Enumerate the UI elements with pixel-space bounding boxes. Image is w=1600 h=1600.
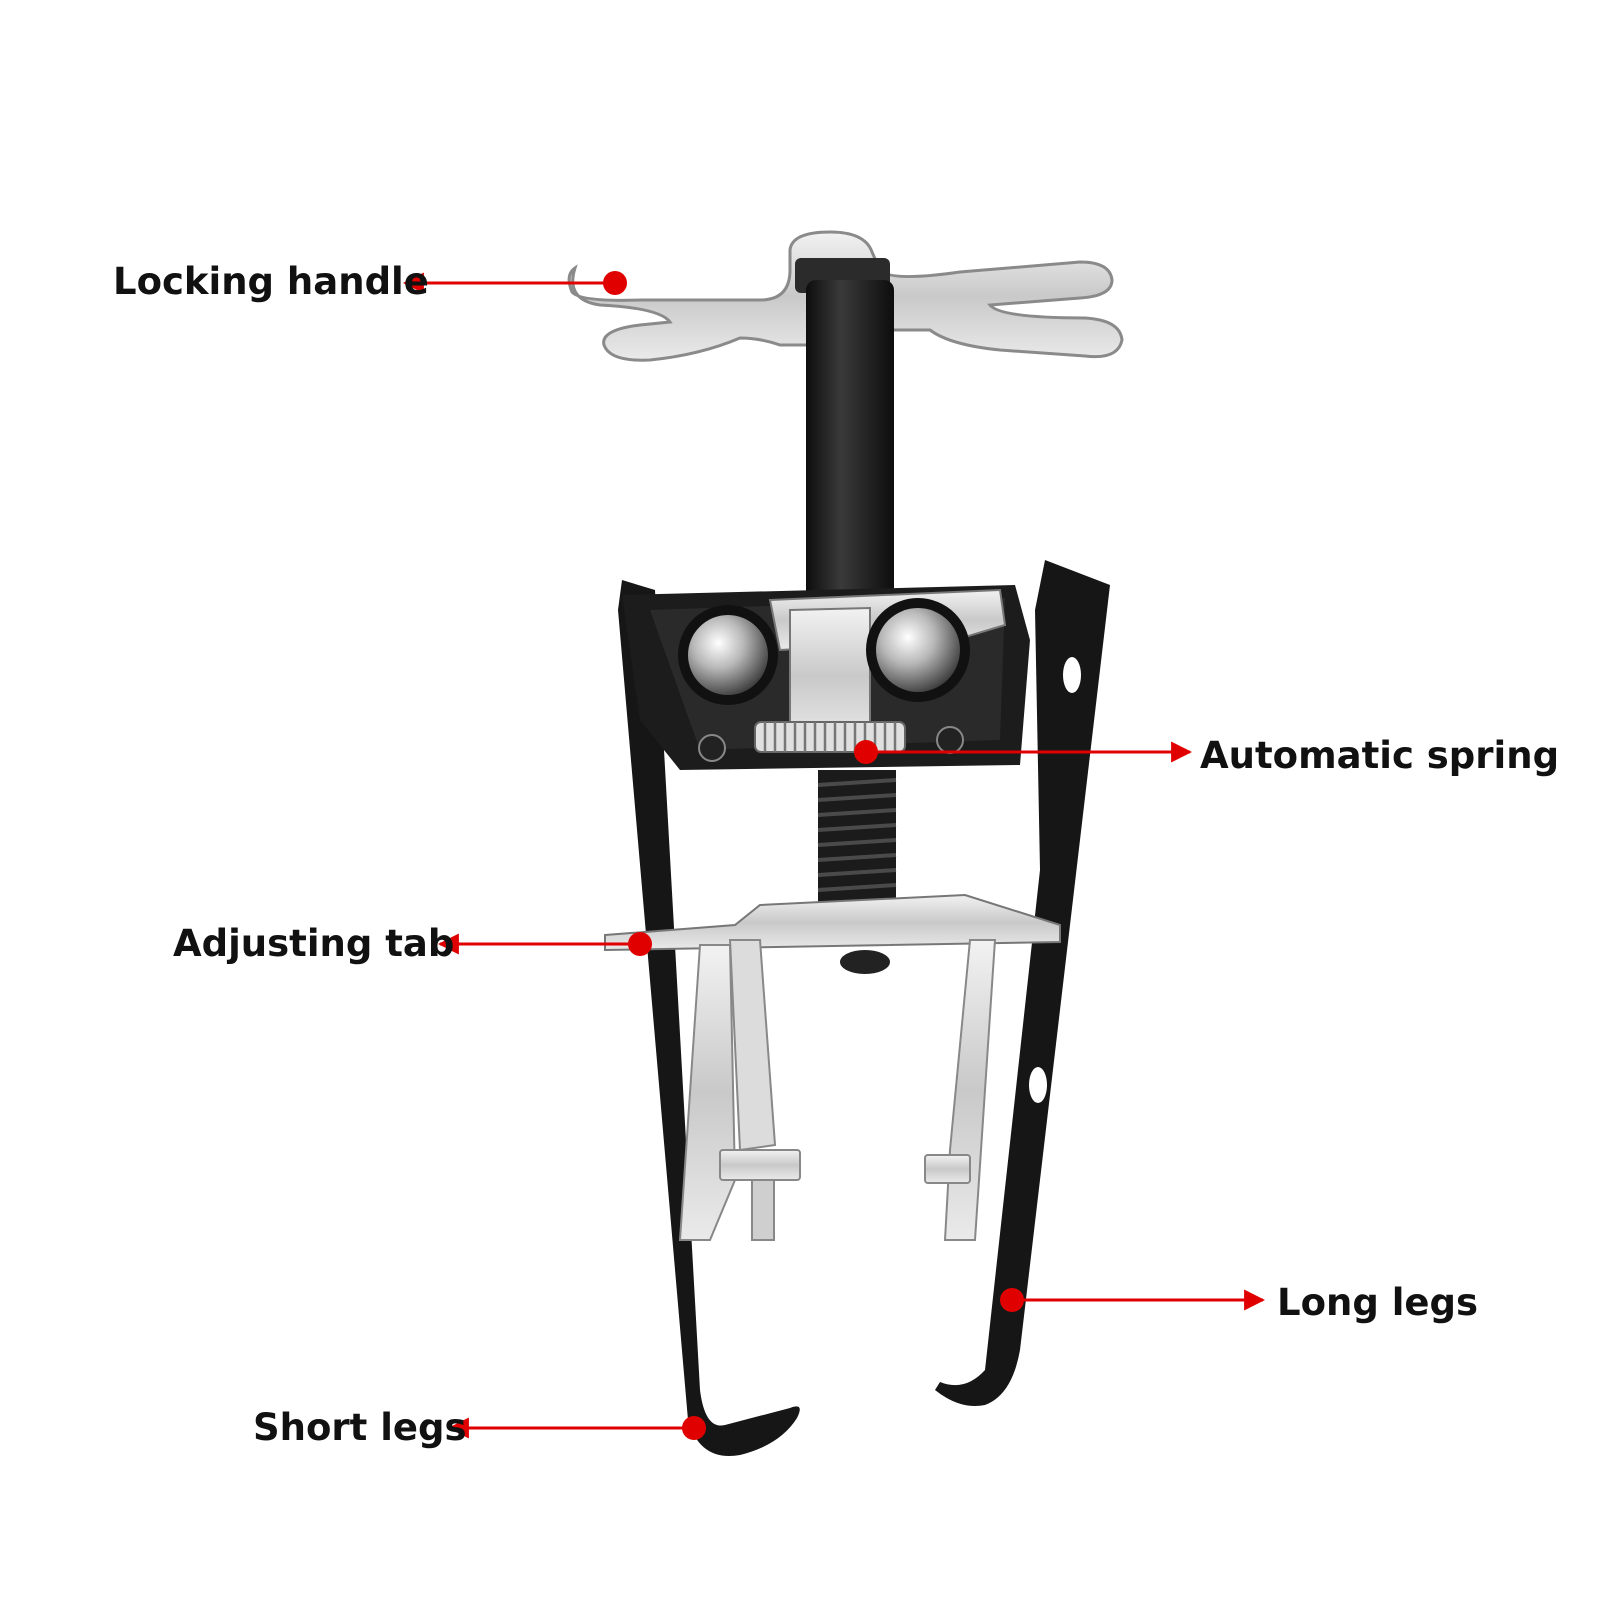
callout-dot-automatic-spring bbox=[854, 740, 878, 764]
long-leg-right bbox=[935, 560, 1110, 1406]
pivot-ball-right bbox=[876, 608, 960, 692]
callout-dot-locking-handle bbox=[603, 271, 627, 295]
label-automatic-spring: Automatic spring bbox=[1200, 734, 1560, 777]
callout-dot-long-legs bbox=[1000, 1288, 1024, 1312]
label-adjusting-tab: Adjusting tab bbox=[173, 922, 455, 965]
short-leg-left bbox=[618, 580, 800, 1456]
label-long-legs: Long legs bbox=[1277, 1281, 1478, 1324]
center-shaft bbox=[806, 280, 894, 610]
leg-hole-lower bbox=[1029, 1067, 1047, 1103]
label-short-legs: Short legs bbox=[253, 1406, 467, 1449]
label-locking-handle: Locking handle bbox=[113, 260, 429, 303]
leg-hole-upper bbox=[1063, 657, 1081, 693]
threaded-screw bbox=[817, 770, 897, 905]
adjusting-tab-part bbox=[604, 893, 1061, 1241]
callout-dot-short-legs bbox=[682, 1416, 706, 1440]
callout-lines bbox=[402, 271, 1266, 1440]
pivot-ball-left bbox=[688, 615, 768, 695]
callout-dot-adjusting-tab bbox=[628, 932, 652, 956]
